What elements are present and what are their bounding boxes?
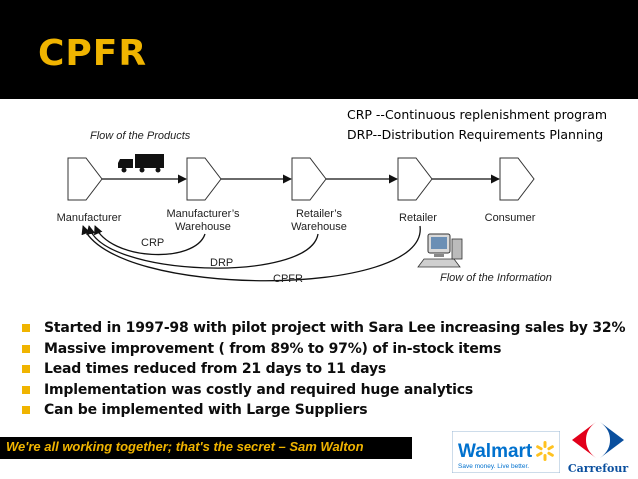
crp-loop-arrow [94,225,206,256]
carrefour-logo: Carrefour [562,418,634,476]
abbreviation-crp: CRP --Continuous replenishment program [347,107,608,122]
node-retailer-warehouse-label-2: Warehouse [291,221,347,233]
carrefour-red-chevron-icon [572,422,596,458]
bullet-text: Started in 1997-98 with pilot project wi… [44,320,626,336]
title-bar: CPFR [0,0,638,99]
bullet-square-icon [22,385,30,394]
drp-loop-label: DRP [210,257,233,269]
bullet-item: Massive improvement ( from 89% to 97%) o… [22,339,625,360]
bullet-text: Lead times reduced from 21 days to 11 da… [44,361,387,377]
cpfr-flow-diagram: Flow of the Products Manufacturer Manufa… [57,130,552,285]
node-retailer-label: Retailer [399,212,437,224]
svg-text:Save money. Live better.: Save money. Live better. [458,463,529,470]
slide-title: CPFR [38,33,148,74]
node-manufacturer-shape [67,157,103,201]
abbreviation-drp: DRP--Distribution Requirements Planning [347,127,604,142]
sam-walton-quote: We're all working together; that's the s… [6,439,364,454]
bullet-text: Implementation was costly and required h… [44,381,474,398]
crp-loop-label: CRP [141,237,164,249]
computer-icon [417,233,463,268]
bullet-item: Lead times reduced from 21 days to 11 da… [22,359,625,380]
node-retailer-shape [397,157,433,201]
walmart-spark-icon [536,441,554,461]
flow-of-information-label: Flow of the Information [440,272,552,284]
bullet-text: Massive improvement ( from 89% to 97%) o… [44,340,502,357]
bullet-square-icon [22,344,30,353]
node-manufacturer-warehouse-label: Manufacturer’s [167,208,240,220]
node-consumer-label: Consumer [485,212,536,224]
walmart-logo: Walmart Save money. Live better. [452,431,560,473]
node-manufacturer-label: Manufacturer [57,212,122,224]
quote-bar: We're all working together; that's the s… [0,437,412,459]
svg-text:Walmart: Walmart [458,441,533,462]
node-manufacturer-warehouse-shape [186,157,222,201]
bullet-square-icon [22,365,30,373]
bullet-square-icon [22,406,30,414]
node-retailer-warehouse-label: Retailer’s [296,208,343,220]
node-retailer-warehouse-shape [291,157,327,201]
bullet-list: Started in 1997-98 with pilot project wi… [22,318,625,421]
truck-icon [118,154,164,173]
node-consumer-shape [499,157,535,201]
drp-loop-arrow [86,225,319,269]
bullet-square-icon [22,324,30,332]
svg-text:Carrefour: Carrefour [568,462,629,475]
bullet-item: Can be implemented with Large Suppliers [22,400,625,421]
cpfr-loop-arrow [81,225,421,282]
bullet-text: Can be implemented with Large Suppliers [44,402,368,418]
flow-of-products-label: Flow of the Products [90,130,191,142]
bullet-item: Implementation was costly and required h… [22,380,625,401]
slide-body [0,99,638,479]
carrefour-blue-chevron-icon [600,422,624,458]
bullet-item: Started in 1997-98 with pilot project wi… [22,318,625,339]
cpfr-loop-label: CPFR [273,273,303,285]
node-manufacturer-warehouse-label-2: Warehouse [175,221,231,233]
